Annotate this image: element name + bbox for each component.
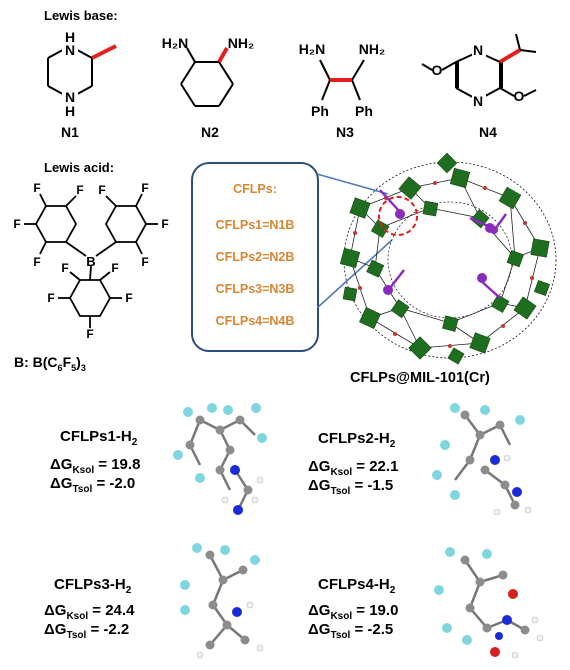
result-4-title: CFLPs4-H2 — [318, 576, 396, 596]
borane-f: F — [33, 255, 40, 269]
cflps-item-3: CFLPs3=N3B — [215, 282, 295, 296]
n4-atom-o-right: O — [514, 88, 525, 104]
result-1-dg-tsol: ΔGTsol = -2.0 — [50, 475, 136, 495]
borane-f: F — [47, 291, 54, 305]
molecule-n2: H₂N NH₂ — [162, 38, 254, 107]
result-4-dg-ksol: ΔGKsol = 19.0 — [308, 602, 399, 622]
n3-label: N3 — [336, 124, 354, 140]
molecule-n1: H N N H — [47, 29, 117, 119]
result-2-title: CFLPs2-H2 — [318, 430, 396, 450]
borane-f: F — [111, 261, 118, 275]
result-2-dg-ksol: ΔGKsol = 22.1 — [308, 458, 399, 478]
molecule-borane: B F F F F F F F F F F F F F — [13, 181, 168, 340]
framework-label: CFLPs@MIL-101(Cr) — [350, 370, 490, 386]
cflps-item-1: CFLPs1=N1B — [215, 218, 295, 232]
active-site-highlight-circle — [378, 196, 418, 236]
n3-nh2-left: H₂N — [299, 41, 325, 57]
n2-nh2-right: NH₂ — [228, 38, 254, 51]
borane-atom-b: B — [86, 254, 95, 269]
n3-ph-left: Ph — [311, 103, 329, 119]
borane-f: F — [86, 327, 93, 340]
mof-framework-image — [316, 152, 557, 365]
n1-methyl-bond — [91, 44, 117, 60]
connector-line-top — [316, 173, 389, 195]
result-2-dg-tsol: ΔGTsol = -1.5 — [308, 477, 394, 497]
connector-line-bottom — [316, 239, 393, 309]
borane-f: F — [76, 183, 83, 197]
result-3-title: CFLPs3-H2 — [54, 576, 132, 596]
cflps-box-title: CFLPs: — [233, 182, 277, 196]
borane-f: F — [125, 291, 132, 305]
n2-label: N2 — [201, 124, 219, 140]
borane-f: F — [98, 183, 105, 197]
cflps-definition-box: CFLPs: CFLPs1=N1B CFLPs2=N2B CFLPs3=N3B … — [191, 162, 319, 352]
n1-atom-h-bottom: H — [65, 103, 75, 119]
n1-label: N1 — [61, 124, 79, 140]
borane-f: F — [141, 255, 148, 269]
borane-label: B: B(C6F5)3 — [14, 354, 86, 373]
cflps-item-2: CFLPs2=N2B — [215, 250, 295, 264]
borane-f: F — [13, 217, 20, 231]
cflps-item-4: CFLPs4=N4B — [215, 314, 295, 328]
molecule-n4: N N O O — [421, 33, 537, 109]
n4-atom-n-bottom: N — [473, 93, 483, 109]
n1-atom-h-top: H — [65, 29, 75, 45]
n2-nh2-left: H₂N — [162, 38, 188, 51]
lewis-acid-heading: Lewis acid: — [44, 160, 115, 175]
n4-atom-n-top: N — [473, 42, 483, 58]
result-1-title: CFLPs1-H2 — [60, 428, 138, 448]
model-cflps1-h2 — [173, 403, 267, 515]
result-3-dg-ksol: ΔGKsol = 24.4 — [44, 602, 135, 622]
result-4-dg-tsol: ΔGTsol = -2.5 — [308, 621, 394, 641]
molecule-n3: H₂N NH₂ Ph Ph — [299, 41, 385, 119]
borane-f: F — [33, 181, 40, 195]
n3-nh2-right: NH₂ — [359, 41, 385, 57]
model-cflps3-h2 — [180, 543, 264, 659]
borane-f: F — [161, 217, 168, 231]
result-3-dg-tsol: ΔGTsol = -2.2 — [44, 621, 130, 641]
model-cflps4-h2 — [434, 547, 544, 659]
borane-f: F — [141, 181, 148, 195]
lewis-base-heading: Lewis base: — [44, 8, 118, 23]
n1-atom-n-top: N — [65, 42, 75, 58]
n4-label: N4 — [479, 124, 497, 140]
borane-f: F — [61, 261, 68, 275]
n3-ph-right: Ph — [355, 103, 373, 119]
n4-atom-o-left: O — [432, 62, 443, 78]
model-cflps2-h2 — [432, 403, 532, 516]
n1-atom-n-bottom: N — [65, 89, 75, 105]
result-1-dg-ksol: ΔGKsol = 19.8 — [50, 456, 141, 476]
